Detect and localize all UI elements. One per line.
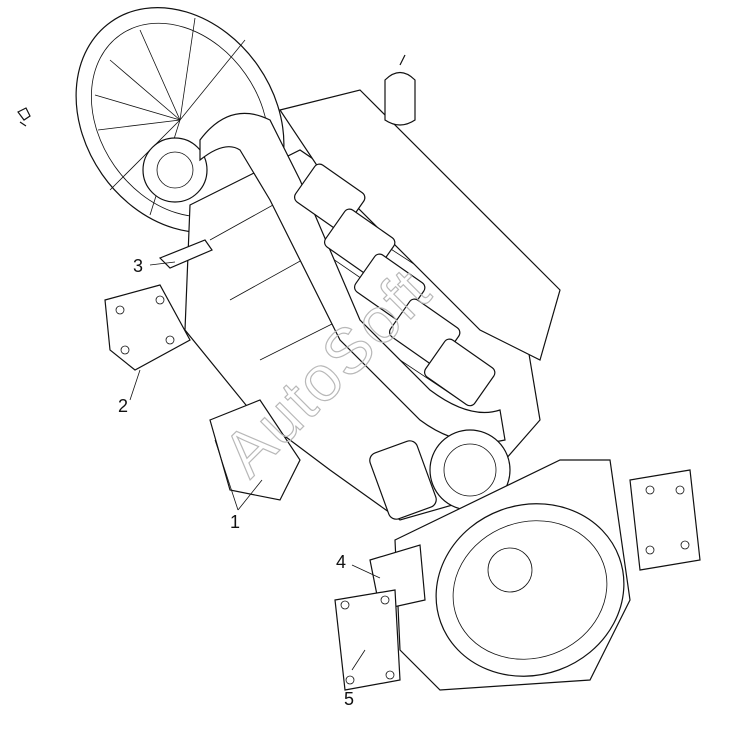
oil-sump (209, 399, 301, 501)
intake-pipe (199, 112, 506, 444)
engine-mount-front (104, 284, 191, 371)
engine-mount-right (629, 469, 701, 571)
flywheel-housing (394, 459, 631, 691)
valve-covers (293, 163, 496, 407)
leader-lines (129, 261, 381, 671)
bracket (158, 239, 213, 269)
callout-3: 3 (133, 256, 143, 276)
small-clip-part (17, 107, 31, 127)
callout-1: 1 (230, 512, 240, 532)
callout-2: 2 (118, 396, 128, 416)
engine-mount-rear (334, 589, 401, 691)
turbocharger (369, 429, 511, 520)
callout-4: 4 (336, 552, 346, 572)
callout-5: 5 (344, 689, 354, 709)
cooling-fan (75, 7, 285, 233)
oil-filler-cap (384, 54, 416, 126)
